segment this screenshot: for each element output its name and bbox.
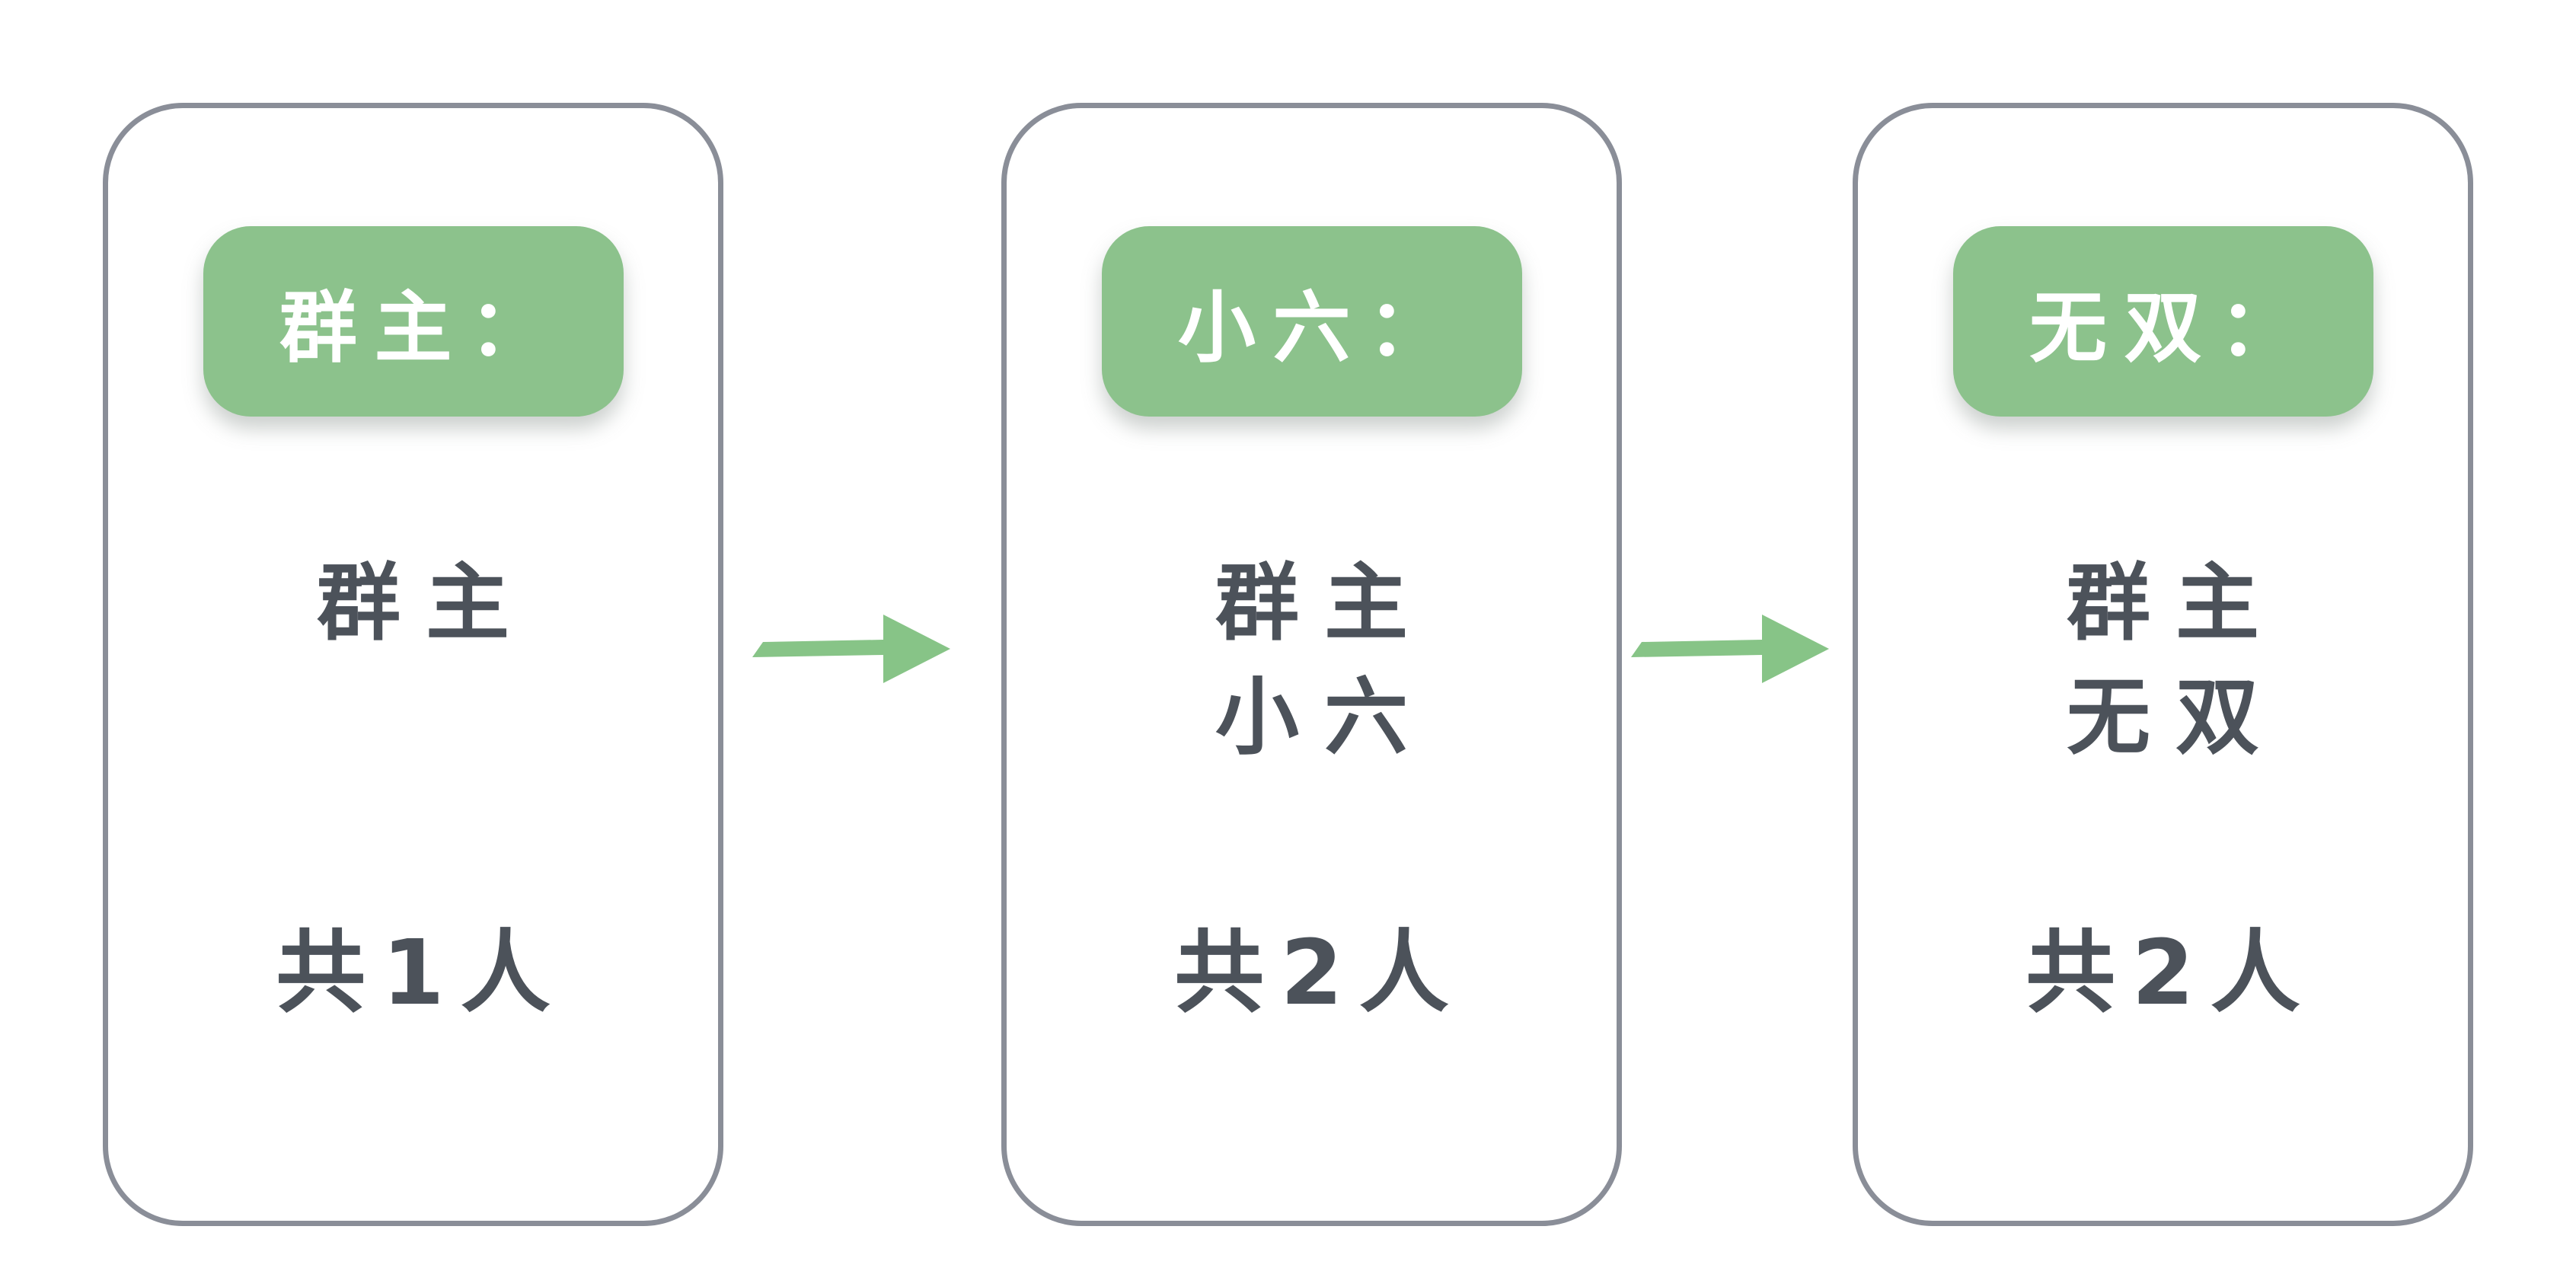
member-name: 群主 [1215,554,1433,652]
card-3-badge-label: 无双： [2029,283,2314,374]
card-2-member-count: 共2人 [1174,920,1466,1025]
card-2-badge: 小六： [1101,226,1522,417]
group-state-card-1: 群主： 群主 共1人 [103,103,723,1226]
card-3-badge: 无双： [1952,226,2373,417]
member-name: 群主 [2067,554,2284,652]
arrow-right-icon [752,612,952,685]
arrow-right-icon [1631,612,1831,685]
card-3-member-count: 共2人 [2025,920,2317,1025]
card-1-member-count: 共1人 [276,920,567,1025]
member-name: 群主 [317,554,535,652]
card-1-badge-label: 群主： [279,283,564,374]
card-2-badge-label: 小六： [1178,283,1463,374]
card-1-badge: 群主： [203,226,624,417]
group-state-card-2: 小六： 群主 小六 共2人 [1001,103,1622,1226]
card-1-member-list: 群主 [108,546,718,660]
card-2-member-list: 群主 小六 [1007,546,1617,774]
member-name: 小六 [1215,669,1433,766]
card-3-member-list: 群主 无双 [1858,546,2468,774]
group-state-card-3: 无双： 群主 无双 共2人 [1853,103,2473,1226]
member-name: 无双 [2067,669,2284,766]
